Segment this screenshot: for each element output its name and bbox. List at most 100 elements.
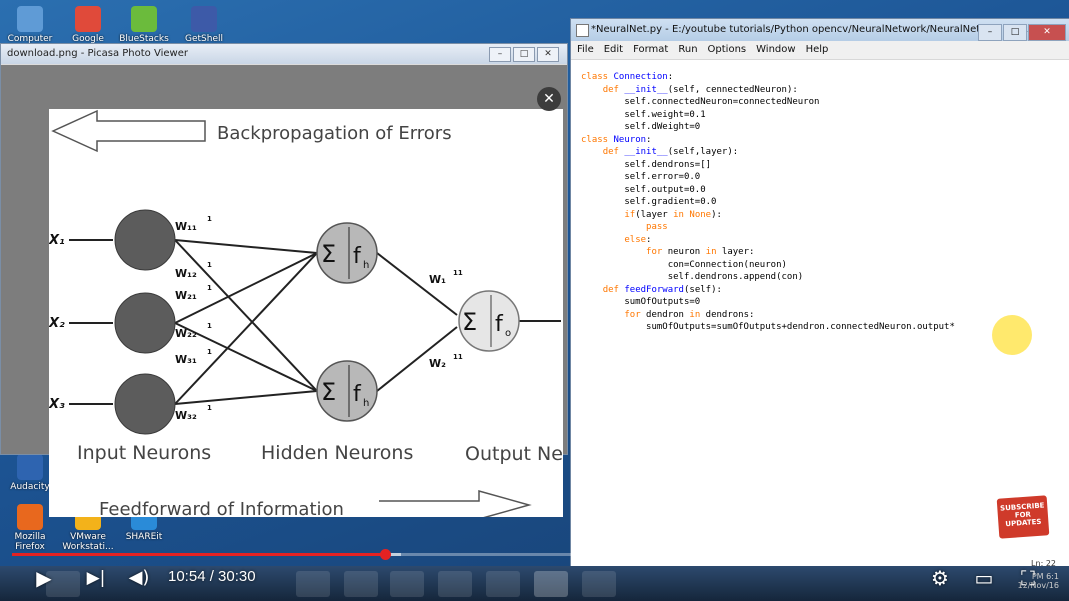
editor-maximize-button[interactable]: □ xyxy=(1003,24,1027,41)
hidden-neuron-2 xyxy=(316,360,378,422)
menu-item-format[interactable]: Format xyxy=(633,44,669,55)
picasa-title: download.png - Picasa Photo Viewer xyxy=(7,48,188,59)
code-line: self.error=0.0 xyxy=(581,172,701,182)
desktop-shortcut-label: Google xyxy=(72,34,104,44)
settings-gear-icon[interactable]: ⚙ xyxy=(931,566,949,590)
weight-hidden-1: W₁ xyxy=(429,273,446,286)
next-icon[interactable]: ▶| xyxy=(86,568,106,588)
feedforward-label: Feedforward of Information xyxy=(99,499,344,517)
maximize-button[interactable]: □ xyxy=(513,47,535,62)
input-neuron-3 xyxy=(114,373,176,435)
output-sigma: Σ xyxy=(462,308,477,336)
code-line: self.gradient=0.0 xyxy=(581,197,717,207)
desktop-shortcut-label: SHAREit xyxy=(125,532,163,542)
desktop-shortcut[interactable]: Audacity xyxy=(2,454,58,492)
input-neuron-2 xyxy=(114,292,176,354)
volume-icon[interactable]: ◀) xyxy=(128,567,150,588)
weight-w12: W₁₂ xyxy=(175,267,197,280)
hidden-neuron-1 xyxy=(316,222,378,284)
desktop-shortcut[interactable]: Google xyxy=(60,6,116,44)
fullscreen-icon[interactable]: ⛶ xyxy=(1021,566,1035,590)
taskbar-picasa[interactable] xyxy=(582,571,616,597)
taskbar-app-3[interactable] xyxy=(438,571,472,597)
desktop-shortcut[interactable]: GetShell xyxy=(176,6,232,44)
window-close-button[interactable]: ✕ xyxy=(537,47,559,62)
taskbar-explorer[interactable] xyxy=(46,571,80,597)
code-line: for neuron in layer: xyxy=(646,247,755,257)
weight-sup-5: 1 xyxy=(207,348,212,356)
editor-minimize-button[interactable]: – xyxy=(978,24,1002,41)
chrome-icon xyxy=(75,6,101,32)
weight-sup-3: 1 xyxy=(207,284,212,292)
code-editor[interactable]: class Connection: def __init__(self, cen… xyxy=(581,71,1066,572)
player-controls: ▶ ▶| ◀) 10:54 / 30:30 ⚙ ▭ ⛶ xyxy=(0,560,1069,596)
code-line: sumOfOutputs=0 xyxy=(581,297,701,307)
menu-item-options[interactable]: Options xyxy=(707,44,747,55)
backprop-label: Backpropagation of Errors xyxy=(217,123,452,144)
code-line: class Connection: xyxy=(581,72,674,82)
hidden-2-fn: f xyxy=(353,382,362,407)
input-label-3: X₃ xyxy=(49,397,65,412)
code-line: class Neuron: xyxy=(581,134,652,145)
progress-fill xyxy=(12,553,386,556)
theater-mode-icon[interactable]: ▭ xyxy=(974,566,994,590)
tray-date: 12/Nov/16 xyxy=(1017,581,1059,590)
taskbar-app-4[interactable] xyxy=(486,571,520,597)
hidden-2-sub: h xyxy=(363,398,369,409)
hidden-2-sigma: Σ xyxy=(321,378,336,406)
weight-sup-1: 1 xyxy=(207,215,212,223)
weight-sup-6: 1 xyxy=(207,404,212,412)
computer-icon xyxy=(17,6,43,32)
viewer-close-button[interactable]: ✕ xyxy=(537,87,561,111)
video-time: 10:54 / 30:30 xyxy=(168,568,256,585)
editor-titlebar[interactable]: *NeuralNet.py - E:/youtube tutorials/Pyt… xyxy=(571,19,1069,41)
desktop-shortcut[interactable]: BlueStacks xyxy=(116,6,172,44)
menu-item-file[interactable]: File xyxy=(577,44,594,55)
desktop-shortcut[interactable]: Computer xyxy=(2,6,58,44)
neural-network-diagram: Backpropagation of Errors xyxy=(48,109,563,520)
taskbar-app-2[interactable] xyxy=(344,571,378,597)
code-line: def __init__(self, cennectedNeuron): xyxy=(602,84,798,95)
desktop-shortcut[interactable]: Mozilla Firefox xyxy=(2,504,58,552)
output-neuron xyxy=(458,290,520,352)
backprop-arrow xyxy=(51,109,206,153)
weight-w22: W₂₂ xyxy=(175,327,197,340)
input-label-1: X₁ xyxy=(49,233,65,248)
tray-time: PM 6:1 xyxy=(1031,572,1059,581)
code-line: sumOfOutputs=sumOfOutputs+dendron.connec… xyxy=(581,322,955,332)
subscribe-badge[interactable]: SUBSCRIBE FOR UPDATES xyxy=(996,495,1050,539)
play-icon[interactable]: ▶ xyxy=(36,566,52,590)
weight-hidden-1-sup: 11 xyxy=(453,269,463,277)
output-fn: f xyxy=(495,312,504,337)
idle-editor-window: *NeuralNet.py - E:/youtube tutorials/Pyt… xyxy=(570,18,1069,573)
minimize-button[interactable]: – xyxy=(489,47,511,62)
hidden-1-sigma: Σ xyxy=(321,240,336,268)
code-line: self.output=0.0 xyxy=(581,184,706,195)
firefox-icon xyxy=(17,504,43,530)
weight-w31: W₃₁ xyxy=(175,353,197,366)
editor-title: *NeuralNet.py - E:/youtube tutorials/Pyt… xyxy=(591,24,1044,35)
code-line: self.dendrons=[] xyxy=(581,159,712,170)
taskbar-chrome[interactable] xyxy=(390,571,424,597)
python-file-icon xyxy=(576,24,589,37)
menu-item-help[interactable]: Help xyxy=(805,44,829,55)
desktop-shortcut-label: VMware Workstati... xyxy=(62,532,114,552)
taskbar-python[interactable] xyxy=(534,571,568,597)
weight-w11: W₁₁ xyxy=(175,220,197,233)
desktop-shortcut-label: Mozilla Firefox xyxy=(14,532,46,552)
weight-hidden-2-sup: 11 xyxy=(453,353,463,361)
scrubber-handle[interactable] xyxy=(380,549,392,560)
bluestacks-icon xyxy=(131,6,157,32)
picasa-body: Backpropagation of Errors xyxy=(1,65,567,520)
editor-menubar: File Edit Format Run Options Window Help xyxy=(571,41,1069,60)
picasa-titlebar[interactable]: download.png - Picasa Photo Viewer – □ ✕ xyxy=(1,44,567,64)
menu-item-window[interactable]: Window xyxy=(756,44,796,55)
video-progress-bar[interactable] xyxy=(12,549,1057,560)
input-neuron-1 xyxy=(114,209,176,271)
menu-item-run[interactable]: Run xyxy=(678,44,698,55)
hidden-1-sub: h xyxy=(363,260,369,271)
feedforward-arrow xyxy=(379,490,532,520)
menu-item-edit[interactable]: Edit xyxy=(603,44,624,55)
taskbar-app-1[interactable] xyxy=(296,571,330,597)
editor-close-button[interactable]: ✕ xyxy=(1028,24,1066,41)
